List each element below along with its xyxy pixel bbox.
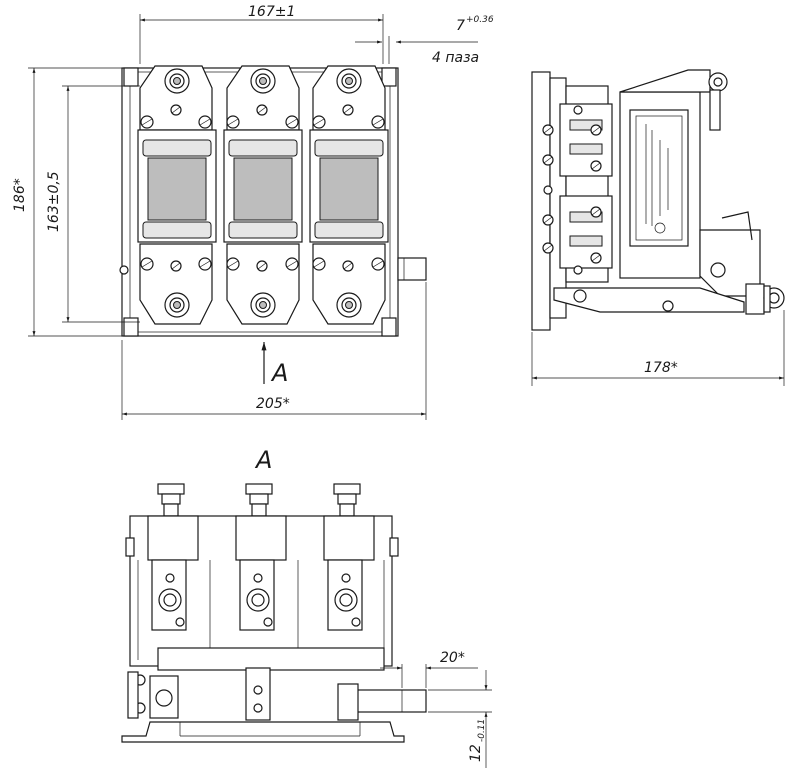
dim-overall-height: 186* [12, 178, 28, 212]
pole-1 [137, 65, 217, 325]
view-a [121, 483, 427, 743]
view-a-poles [137, 515, 385, 660]
dim-top-width: 167±1 [248, 4, 295, 20]
pole-3 [309, 65, 389, 325]
dim-slot-tol: +0.36 [466, 15, 494, 25]
dim-shaft-tol: -0.11 [477, 719, 487, 742]
front-shaft [397, 257, 427, 281]
front-dimensions [28, 14, 478, 420]
side-view [531, 69, 785, 331]
side-screws [542, 105, 602, 275]
dim-shaft-length: 20* [440, 650, 465, 666]
front-view [119, 65, 427, 337]
dim-slot-width: 7 [456, 18, 465, 34]
dim-side-depth: 178* [644, 360, 678, 376]
pole-2 [223, 65, 303, 325]
view-arrow-label: A [270, 359, 288, 387]
dim-mount-height: 163±0,5 [46, 171, 62, 232]
dim-overall-width: 205* [256, 396, 290, 412]
view-a-base [121, 721, 405, 743]
side-dimensions [531, 310, 785, 386]
nameplate [645, 124, 669, 234]
view-a-terminals [157, 483, 361, 517]
front-screws [119, 115, 385, 275]
view-a-dimensions [380, 664, 492, 768]
side-base-plate [531, 71, 551, 331]
view-a-title: A [254, 446, 272, 474]
dim-slot-count: 4 паза [432, 50, 479, 66]
foot-left [123, 317, 139, 337]
dim-shaft-height: 12 [468, 744, 484, 762]
foot-right [381, 317, 397, 337]
